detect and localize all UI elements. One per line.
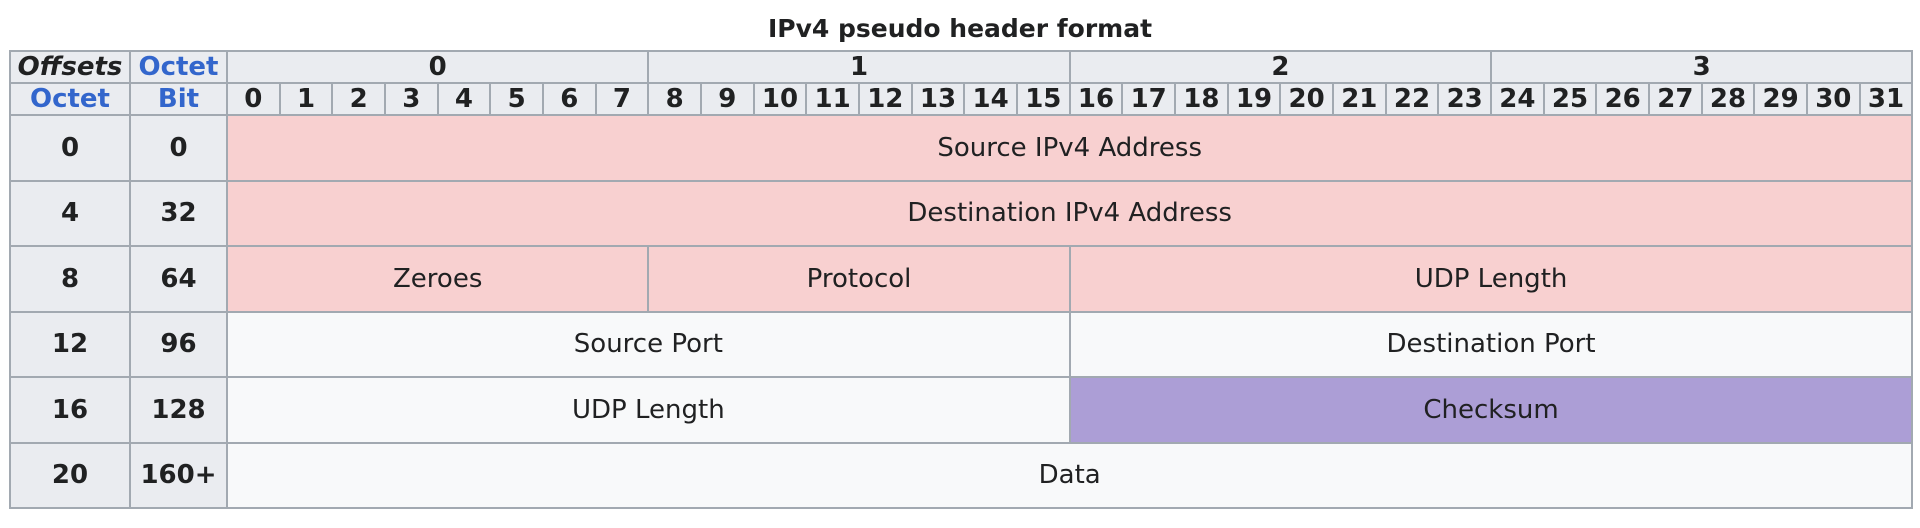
bit-header-9: 9 <box>700 82 755 116</box>
field-checksum: Checksum <box>1068 376 1914 444</box>
bit-header-13: 13 <box>910 82 966 116</box>
bit-header-8: 8 <box>647 82 702 116</box>
bit-header-21: 21 <box>1331 82 1387 116</box>
field-destination-ipv4-address: Destination IPv4 Address <box>225 179 1914 247</box>
offsets-label: Offsets <box>9 50 131 84</box>
bit-header-0: 0 <box>226 82 281 116</box>
row-octet-offset: 16 <box>9 376 131 444</box>
row-bit-offset: 32 <box>129 179 228 247</box>
bit-header-24: 24 <box>1490 82 1545 116</box>
bit-header-19: 19 <box>1226 82 1282 116</box>
field-destination-port: Destination Port <box>1068 310 1914 378</box>
bit-header-1: 1 <box>278 82 334 116</box>
octet-header-0: 0 <box>225 50 650 84</box>
bit-header-22: 22 <box>1384 82 1440 116</box>
field-data: Data <box>225 441 1914 509</box>
bit-header-5: 5 <box>489 82 544 116</box>
bit-header-10: 10 <box>752 82 808 116</box>
field-protocol: Protocol <box>647 245 1071 313</box>
row-octet-offset: 12 <box>9 310 131 378</box>
row-octet-offset: 0 <box>9 114 131 182</box>
bit-header-26: 26 <box>1595 82 1650 116</box>
row-octet-offset: 8 <box>9 245 131 313</box>
row-bit-offset: 160+ <box>129 441 228 509</box>
row-bit-offset: 128 <box>129 376 228 444</box>
octet-header-3: 3 <box>1490 50 1914 84</box>
bit-header-15: 15 <box>1015 82 1071 116</box>
octet-row-label: Octet <box>9 82 131 116</box>
field-udp-length: UDP Length <box>1068 245 1914 313</box>
field-zeroes: Zeroes <box>225 245 650 313</box>
row-octet-offset: 4 <box>9 179 131 247</box>
row-bit-offset: 96 <box>129 310 228 378</box>
bit-header-3: 3 <box>383 82 439 116</box>
field-source-port: Source Port <box>226 310 1071 378</box>
bit-header-18: 18 <box>1174 82 1229 116</box>
bit-header-20: 20 <box>1279 82 1334 116</box>
octet-header-1: 1 <box>647 50 1071 84</box>
bit-row-label: Bit <box>129 82 228 116</box>
bit-header-29: 29 <box>1753 82 1808 116</box>
octet-column-label: Octet <box>129 50 228 84</box>
field-udp-length: UDP Length <box>226 376 1071 444</box>
bit-header-31: 31 <box>1858 82 1914 116</box>
bit-header-7: 7 <box>594 82 650 116</box>
bit-header-25: 25 <box>1542 82 1598 116</box>
octet-header-2: 2 <box>1068 50 1493 84</box>
bit-header-23: 23 <box>1437 82 1493 116</box>
bit-header-17: 17 <box>1121 82 1176 116</box>
bit-header-11: 11 <box>805 82 860 116</box>
diagram-caption: IPv4 pseudo header format <box>767 14 1153 43</box>
bit-header-16: 16 <box>1068 82 1124 116</box>
bit-header-2: 2 <box>331 82 386 116</box>
bit-header-4: 4 <box>436 82 492 116</box>
bit-header-30: 30 <box>1805 82 1861 116</box>
bit-header-6: 6 <box>541 82 597 116</box>
field-source-ipv4-address: Source IPv4 Address <box>225 114 1914 182</box>
bit-header-27: 27 <box>1648 82 1703 116</box>
row-octet-offset: 20 <box>9 441 131 509</box>
row-bit-offset: 0 <box>129 114 228 182</box>
bit-header-14: 14 <box>963 82 1018 116</box>
bit-header-12: 12 <box>857 82 913 116</box>
row-bit-offset: 64 <box>129 245 228 313</box>
bit-header-28: 28 <box>1700 82 1756 116</box>
